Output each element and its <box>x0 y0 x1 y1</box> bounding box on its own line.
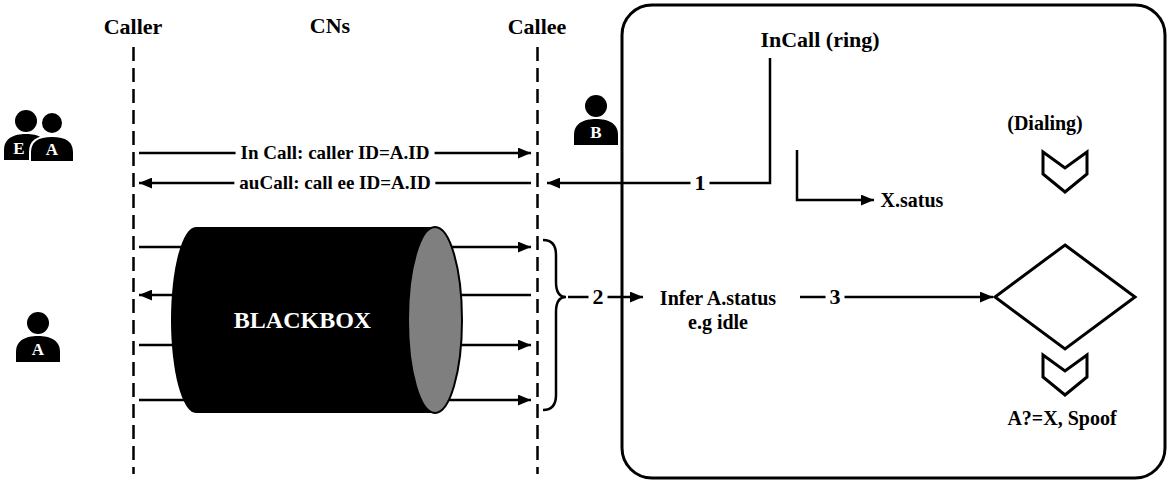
person-letter: E <box>13 139 24 159</box>
step-number: 3 <box>826 284 845 310</box>
flow-arrow <box>547 58 770 183</box>
result-label: A?=X, Spoof <box>1007 406 1116 430</box>
cylinder-face <box>408 227 462 413</box>
person-head <box>15 110 37 132</box>
blackbox-cylinder: BLACKBOX <box>170 225 465 415</box>
flow-arrow <box>797 150 874 200</box>
lifeline: Caller <box>99 14 168 474</box>
state-label: (Dialing) <box>1007 111 1083 135</box>
person-letter: B <box>590 123 601 143</box>
state-label: InCall (ring) <box>760 27 879 53</box>
cylinder-body <box>196 227 435 413</box>
curly-bracket <box>543 240 566 410</box>
step-number: 2 <box>589 284 608 310</box>
chevron-symbol <box>1043 152 1087 192</box>
person-body <box>16 336 60 362</box>
person-letter: A <box>46 140 58 160</box>
person-icon <box>30 112 74 162</box>
lifeline-line <box>503 14 572 474</box>
person-body <box>574 119 618 145</box>
message-label: In Call: caller ID=A.ID <box>236 142 435 165</box>
person-head <box>585 95 607 117</box>
lane-heading: Caller <box>99 14 168 40</box>
lifeline: Callee <box>503 14 572 474</box>
lifeline-line <box>99 14 168 474</box>
person-icon <box>574 95 618 145</box>
lane-heading: Callee <box>503 14 572 40</box>
lane-heading: CNs <box>310 13 350 39</box>
step-number: 1 <box>691 170 710 196</box>
inference-note: Infer A.status e.g idle <box>646 286 791 334</box>
person-icon <box>16 312 60 362</box>
state-label: X.satus <box>881 188 944 212</box>
decision-diamond <box>995 245 1135 349</box>
node-title: BLACKBOX <box>234 306 371 335</box>
person-body <box>30 136 74 162</box>
process-panel <box>622 5 1165 478</box>
chevron-symbol <box>1043 355 1087 395</box>
lifeline-dash <box>132 47 135 474</box>
person-head <box>27 312 49 334</box>
person-head <box>41 112 63 134</box>
person-letter: A <box>32 340 44 360</box>
message-label: auCall: call ee ID=A.ID <box>234 172 435 195</box>
lifeline-dash <box>536 47 539 474</box>
